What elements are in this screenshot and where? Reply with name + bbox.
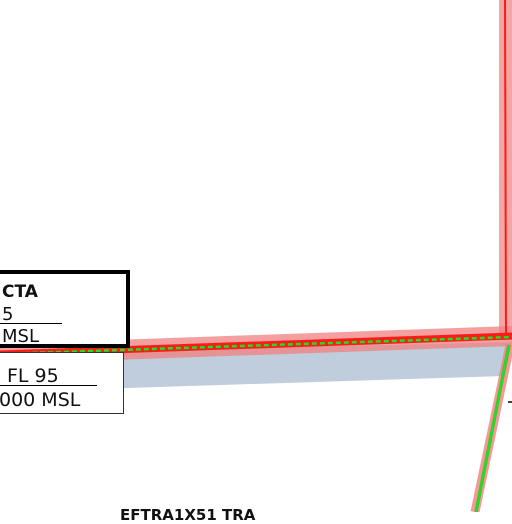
tra-label[interactable]: EFTRA1X51 TRA — [120, 506, 256, 524]
cta-east-boundary-line — [504, 0, 507, 336]
tma-upper-limit: FL 95 — [7, 365, 59, 387]
fir-boundary-line — [0, 335, 512, 356]
cta-limit-divider — [0, 323, 62, 324]
tma-label-box[interactable]: FL 95 000 MSL — [0, 352, 124, 414]
tma-limit-divider — [0, 385, 97, 386]
cta-upper-limit: 5 — [2, 304, 14, 325]
tma-lower-limit: 000 MSL — [0, 389, 81, 411]
cta-name: CTA — [2, 282, 38, 302]
cta-lower-limit: MSL — [2, 326, 39, 347]
airspace-map[interactable] — [0, 0, 512, 512]
diagonal-boundary-green — [474, 344, 511, 512]
cta-label-box[interactable]: CTA 5 MSL — [0, 270, 130, 348]
